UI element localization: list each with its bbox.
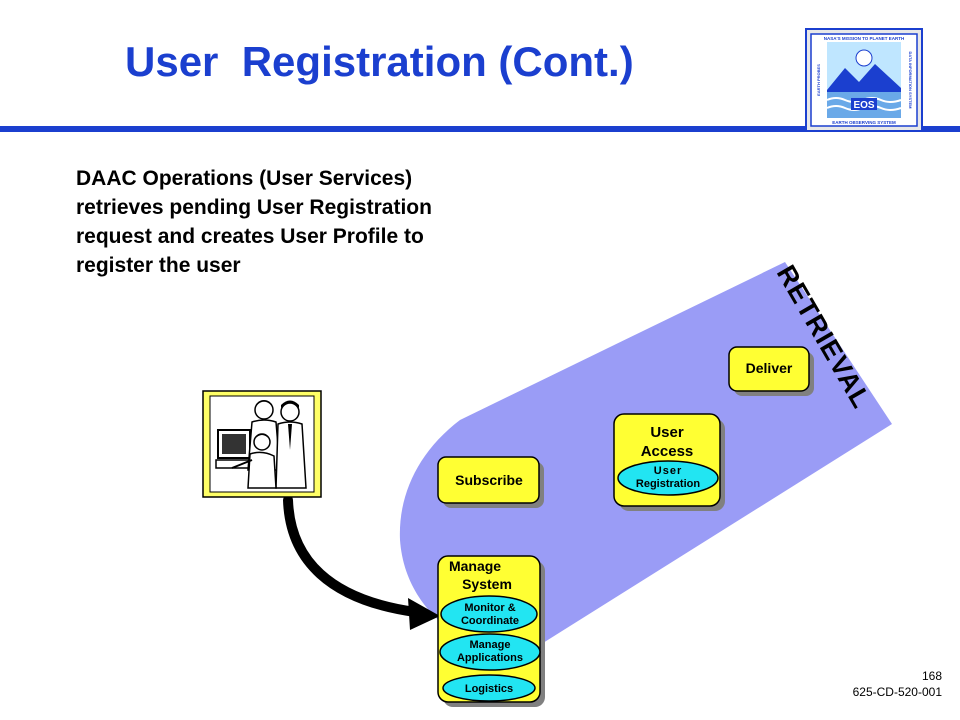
logo-right-text: DATA INFORMATION SYSTEM [908, 52, 913, 110]
user-registration-label-1: User [654, 465, 682, 477]
deliver-label: Deliver [746, 360, 793, 376]
monitor-label-2: Coordinate [461, 615, 519, 627]
logo-left-text: EARTH PROBES [816, 64, 821, 96]
page-title: User Registration (Cont.) [125, 38, 634, 85]
logo-top-text: NASA'S MISSION TO PLANET EARTH [824, 36, 905, 41]
monitor-label-1: Monitor & [464, 602, 515, 614]
manage-system-label-2: System [462, 576, 512, 592]
intro-line: retrieves pending User Registration [76, 196, 432, 219]
flow-arrow [283, 495, 420, 617]
user-access-label-1: User [650, 424, 684, 441]
user-access-box: User Access User Registration [613, 413, 725, 511]
logo-badge: EOS [853, 100, 874, 111]
logo-bottom-text: EARTH OBSERVING SYSTEM [832, 120, 896, 125]
arrowhead-icon [408, 598, 440, 630]
subscribe-label: Subscribe [455, 472, 523, 488]
manage-applications-pill [439, 633, 541, 671]
page-number: 168 [921, 669, 942, 683]
eos-logo: EOS NASA'S MISSION TO PLANET EARTH EARTH… [805, 28, 923, 132]
deliver-box: Deliver [728, 346, 814, 396]
manage-system-box: Manage System Monitor & Coordinate Manag… [437, 555, 545, 707]
user-registration-label-2: Registration [636, 478, 700, 490]
intro-line: request and creates User Profile to [76, 225, 424, 248]
intro-text: DAAC Operations (User Services) retrieve… [76, 164, 516, 280]
operator-illustration [202, 390, 322, 498]
user-registration-pill [617, 460, 719, 496]
manage-apps-label-1: Manage [470, 639, 511, 651]
title-rule [0, 126, 960, 132]
footer: 168 625-CD-520-001 [853, 668, 942, 700]
logistics-label: Logistics [465, 683, 513, 695]
document-id: 625-CD-520-001 [852, 685, 942, 699]
intro-line: DAAC Operations (User Services) [76, 167, 413, 190]
intro-line: register the user [76, 254, 241, 277]
manage-system-label-1: Manage [449, 558, 501, 574]
monitor-coordinate-pill [440, 595, 538, 633]
user-access-label-2: Access [641, 443, 694, 460]
logistics-pill [442, 674, 536, 702]
subscribe-box: Subscribe [437, 456, 544, 508]
manage-apps-label-2: Applications [457, 652, 523, 664]
